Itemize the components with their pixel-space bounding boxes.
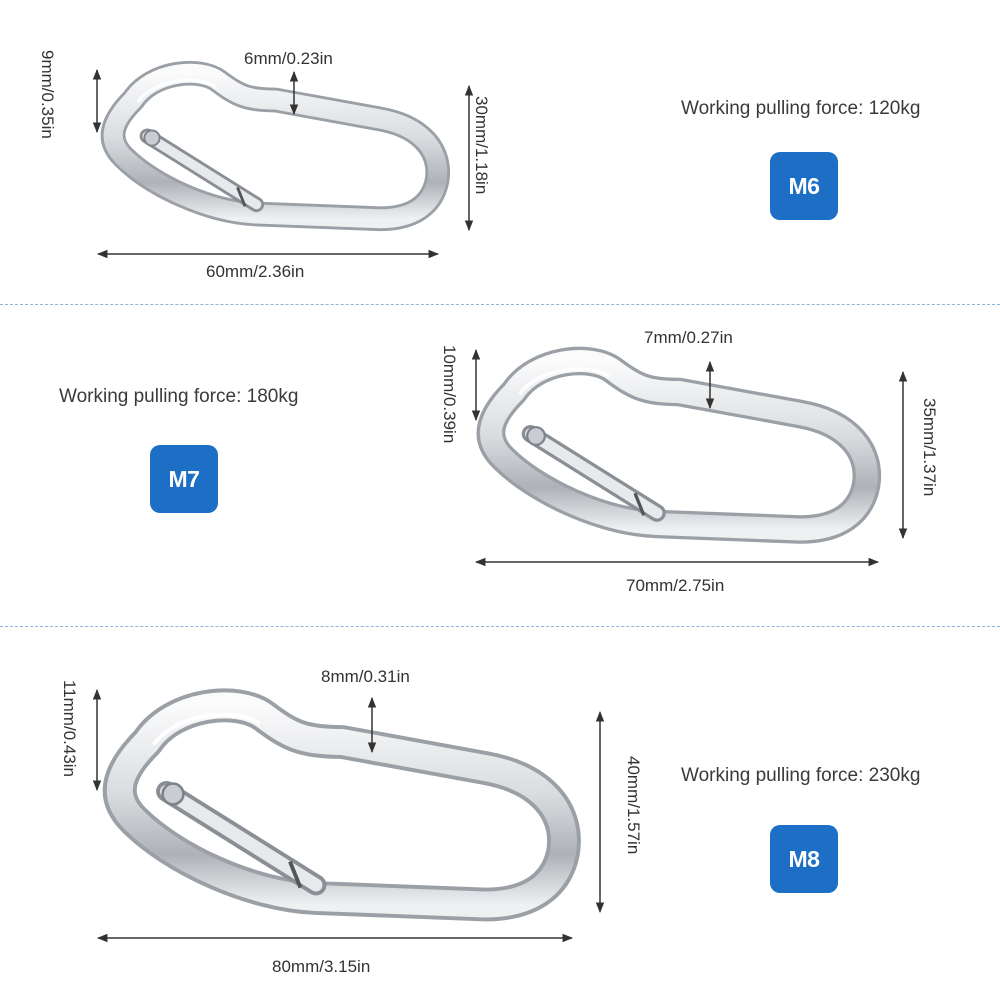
length-label-m7: 70mm/2.75in <box>626 576 725 595</box>
length-label-m6: 60mm/2.36in <box>206 262 305 281</box>
force-label-m8: Working pulling force: 230kg <box>681 765 921 786</box>
gap-label-m7: 10mm/0.39in <box>440 345 459 444</box>
thickness-label-m7: 7mm/0.27in <box>644 328 733 347</box>
force-label-m6: Working pulling force: 120kg <box>681 98 921 119</box>
dimension-arrows-m8 <box>92 688 605 943</box>
dimension-arrows-m7 <box>471 348 908 567</box>
height-label-m6: 30mm/1.18in <box>472 96 491 195</box>
size-badge-m6: M6 <box>770 152 838 220</box>
length-label-m8: 80mm/3.15in <box>272 957 371 976</box>
thickness-label-m6: 6mm/0.23in <box>244 49 333 68</box>
gap-label-m8: 11mm/0.43in <box>60 680 79 778</box>
section-divider <box>0 626 1000 627</box>
gap-label-m6: 9mm/0.35in <box>38 50 57 139</box>
carabiner-m6-image <box>113 73 438 219</box>
size-badge-m7: M7 <box>150 445 218 513</box>
carabiner-m8-image <box>120 705 564 904</box>
dimension-arrows-m6 <box>92 68 474 259</box>
force-label-m7: Working pulling force: 180kg <box>59 386 299 407</box>
height-label-m7: 35mm/1.37in <box>920 398 939 497</box>
size-badge-m8: M8 <box>770 825 838 893</box>
thickness-label-m8: 8mm/0.31in <box>321 667 410 686</box>
carabiner-m7-image <box>491 361 867 530</box>
height-label-m8: 40mm/1.57in <box>624 756 643 855</box>
section-divider <box>0 304 1000 305</box>
